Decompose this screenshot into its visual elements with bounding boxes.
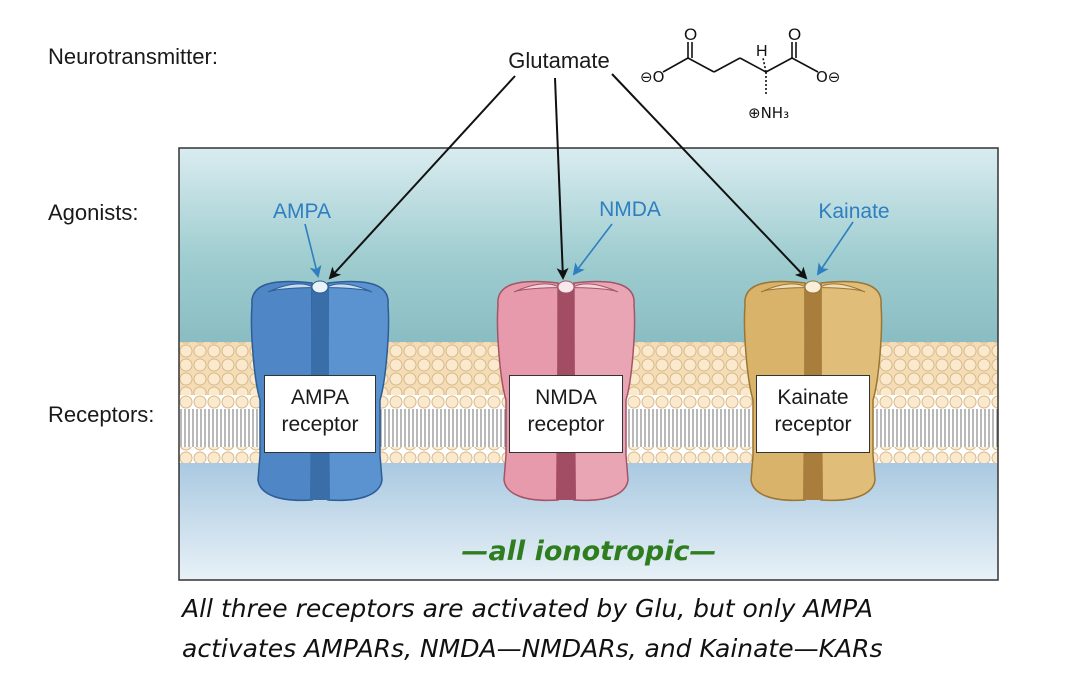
caption-line-2: activates AMPARs, NMDA—NMDARs, and Kaina… <box>182 634 883 663</box>
agonist-ampa-label: AMPA <box>273 200 331 223</box>
ampa-receptor-line1: AMPA <box>291 386 349 409</box>
glutamate-to-kainate-arrow <box>611 73 808 280</box>
glutamate-label: Glutamate <box>508 48 610 73</box>
neurotransmitter-label: Neurotransmitter: <box>48 44 218 69</box>
molecule-o-top-right: O <box>788 25 801 44</box>
caption-line-1: All three receptors are activated by Glu… <box>182 594 873 623</box>
nmda-receptor-label-box: NMDA receptor <box>509 375 623 453</box>
ampa-receptor-label-box: AMPA receptor <box>264 375 376 453</box>
molecule-h: H <box>756 43 768 60</box>
agonist-nmda-label: NMDA <box>599 198 661 221</box>
diagram-frame <box>178 147 999 581</box>
nmda-receptor-line2: receptor <box>527 413 605 436</box>
ampa-receptor-line2: receptor <box>281 413 359 436</box>
kainate-receptor-label-box: Kainate receptor <box>756 375 870 453</box>
kainate-receptor-line1: Kainate <box>777 386 849 409</box>
agonists-label: Agonists: <box>48 200 139 225</box>
molecule-nh3: ⊕NH₃ <box>748 104 789 122</box>
molecule-o-top-left: O <box>684 25 697 44</box>
glutamate-to-ampa-arrow <box>328 75 516 280</box>
kainate-receptor-line2: receptor <box>774 413 852 436</box>
molecule-o-minus-right: O⊖ <box>816 68 840 86</box>
agonist-kainate-label: Kainate <box>818 200 889 223</box>
ampa-agonist-arrow <box>304 223 322 278</box>
ionotropic-banner: —all ionotropic— <box>461 536 717 567</box>
receptors-label: Receptors: <box>48 402 155 427</box>
nmda-receptor-line1: NMDA <box>535 386 597 409</box>
kainate-agonist-arrow <box>816 221 854 276</box>
molecule-o-minus-left: ⊖O <box>640 68 664 86</box>
glutamate-to-nmda-arrow <box>554 77 569 280</box>
glutamate-structure <box>662 42 819 96</box>
nmda-agonist-arrow <box>572 223 613 276</box>
